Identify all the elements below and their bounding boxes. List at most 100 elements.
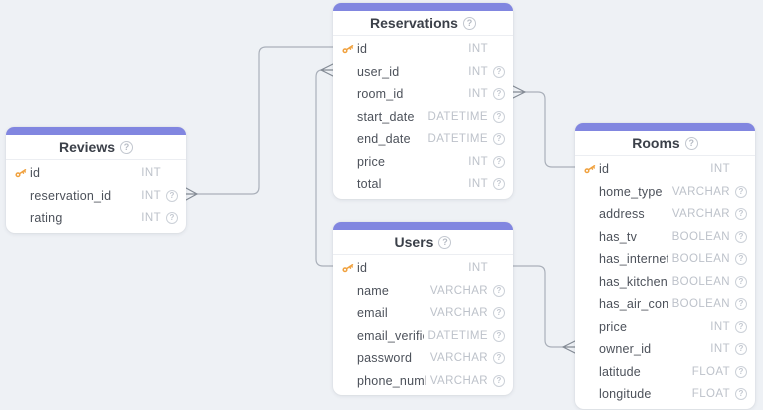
field-name: id — [357, 261, 368, 276]
field-help-icon: ? — [488, 110, 505, 123]
field-row-start_date[interactable]: start_date DATETIME? — [333, 106, 513, 129]
field-type: INT — [468, 155, 488, 168]
table-header-strip — [333, 222, 513, 230]
field-row-email_verified_at[interactable]: email_verified_atDATETIME? — [333, 325, 513, 348]
crow-foot-marker-rooms-to-users — [562, 340, 576, 354]
relation-line-reservations-to-rooms[interactable] — [525, 91, 575, 168]
help-circle-icon: ? — [493, 88, 505, 101]
field-help-icon: ? — [488, 352, 505, 365]
help-circle-icon: ? — [493, 110, 505, 123]
field-type: VARCHAR — [671, 185, 730, 198]
field-type: DATETIME — [427, 329, 488, 342]
field-name: has_air_con — [599, 297, 668, 312]
field-type: INT — [710, 320, 730, 333]
field-name: has_tv — [599, 229, 638, 244]
field-name: id — [357, 42, 368, 57]
field-help-icon: ? — [161, 212, 178, 225]
field-type: INT — [141, 167, 161, 180]
primary-key-icon — [342, 43, 357, 55]
help-circle-icon: ? — [493, 329, 505, 342]
relation-line-reviews-to-reservations[interactable] — [197, 46, 333, 195]
help-circle-icon: ? — [493, 133, 505, 146]
field-type: FLOAT — [691, 388, 730, 401]
help-circle-icon: ? — [493, 155, 505, 168]
field-help-icon: ? — [488, 65, 505, 78]
field-name: rating — [30, 211, 63, 226]
relation-line-reservations-to-users[interactable] — [315, 69, 333, 267]
field-type: BOOLEAN — [671, 253, 730, 266]
field-row-id[interactable]: id INT — [333, 38, 513, 61]
field-type: VARCHAR — [429, 284, 488, 297]
field-type: DATETIME — [427, 110, 488, 123]
field-name: email_verified_at — [357, 328, 424, 343]
field-help-icon: ? — [730, 185, 747, 198]
field-name: start_date — [357, 109, 415, 124]
field-name: password — [357, 351, 413, 366]
help-circle-icon: ? — [735, 208, 747, 221]
help-circle-icon: ? — [493, 352, 505, 365]
table-title: Reviews ? — [6, 135, 186, 160]
field-help-icon: ? — [730, 298, 747, 311]
field-type: BOOLEAN — [671, 275, 730, 288]
field-name: name — [357, 283, 390, 298]
field-type: BOOLEAN — [671, 298, 730, 311]
table-header-strip — [6, 127, 186, 135]
table-header-strip — [333, 3, 513, 11]
field-type: BOOLEAN — [671, 230, 730, 243]
help-circle-icon: ? — [493, 65, 505, 78]
field-type: INT — [468, 43, 488, 56]
field-help-icon: ? — [730, 365, 747, 378]
help-circle-icon: ? — [438, 235, 452, 249]
field-name: total — [357, 177, 382, 192]
field-name: address — [599, 207, 645, 222]
relation-line-rooms-to-users[interactable] — [513, 265, 563, 348]
help-circle-icon: ? — [735, 253, 747, 266]
field-row-phone_number[interactable]: phone_numberVARCHAR? — [333, 370, 513, 393]
field-help-icon: ? — [488, 178, 505, 191]
field-type: INT — [141, 189, 161, 202]
help-circle-icon: ? — [684, 136, 698, 150]
table-header-strip — [575, 123, 755, 131]
field-help-icon: ? — [730, 253, 747, 266]
help-circle-icon: ? — [735, 343, 747, 356]
field-type: INT — [710, 343, 730, 356]
table-title: Rooms ? — [575, 131, 755, 156]
help-circle-icon: ? — [735, 320, 747, 333]
help-circle-icon: ? — [735, 275, 747, 288]
field-name: end_date — [357, 132, 411, 147]
field-help-icon: ? — [730, 208, 747, 221]
field-help-icon: ? — [730, 275, 747, 288]
field-type: VARCHAR — [429, 374, 488, 387]
primary-key-icon — [342, 262, 357, 274]
